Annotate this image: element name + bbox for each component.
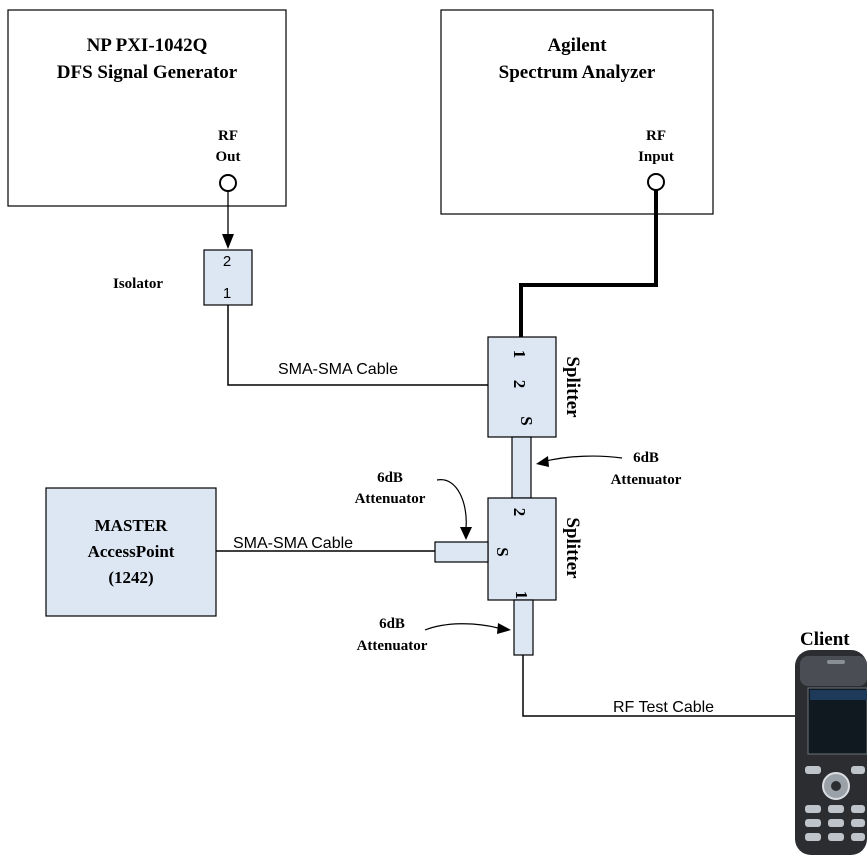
arrow-down-icon [460,527,472,540]
signal-generator: NP PXI-1042Q DFS Signal Generator RF Out [7,9,287,207]
phone-key [828,833,844,841]
master-ap-line1: MASTER [95,516,168,535]
rf-out-label-line2: Out [215,149,240,165]
rf-input-label-line2: Input [638,149,674,165]
phone-earpiece [827,660,845,664]
isolator-port-top: 2 [223,253,231,270]
phone-key [851,833,865,841]
attenuator-ap-label-line1: 6dB [377,470,403,486]
attenuator-between-splitters [511,436,532,499]
spectrum-analyzer-title-line1: Agilent [547,35,607,56]
phone-key [851,819,865,827]
arrow-right-icon [497,623,511,634]
isolator-label: Isolator [113,276,163,292]
sma-cable-isolator-splitter [227,305,488,386]
master-ap-line3: (1242) [108,568,153,587]
splitter-bottom: 2 S 1 Splitter [487,497,583,601]
signal-generator-title-line1: NP PXI-1042Q [87,35,208,56]
arrow-down-icon [222,234,234,249]
attenuator-ap-side [434,541,489,563]
splitter-bottom-port-1: 1 [512,591,531,600]
rf-out-label-line1: RF [218,128,238,144]
phone-nav-center [831,781,841,791]
phone-key [805,805,821,813]
signal-generator-box [7,9,287,207]
rf-test-cable-label: RF Test Cable [613,699,714,716]
client-phone-icon [795,650,867,855]
rf-input-label-line1: RF [646,128,666,144]
phone-softkey-right [851,766,865,774]
phone-key [805,819,821,827]
phone-key [851,805,865,813]
signal-generator-title-line2: DFS Signal Generator [57,62,238,83]
splitter-bottom-label: Splitter [562,517,583,579]
attenuator-mid-label-line2: Attenuator [611,472,682,488]
splitter-top: 1 2 S Splitter [487,336,583,438]
phone-key [805,833,821,841]
splitter-top-port-2: 2 [510,380,529,389]
phone-screen-header [810,690,867,700]
attenuator-mid-pointer [541,455,623,463]
master-access-point: MASTER AccessPoint (1242) [45,487,217,617]
phone-key [828,805,844,813]
rf-input-port-icon [647,173,665,191]
splitter-top-label: Splitter [562,356,583,418]
spectrum-analyzer: Agilent Spectrum Analyzer RF Input [440,9,714,215]
attenuator-mid-label-line1: 6dB [633,450,659,466]
spectrum-analyzer-title-line2: Spectrum Analyzer [499,62,656,83]
analyzer-cable [519,190,658,337]
isolator-port-bottom: 1 [223,285,231,302]
attenuator-ap-pointer [436,479,467,529]
phone-top-bezel [800,656,867,686]
spectrum-analyzer-box [440,9,714,215]
splitter-top-port-1: 1 [510,350,529,359]
isolator: 2 1 Isolator [113,191,253,306]
arrow-left-icon [536,456,549,467]
master-ap-line2: AccessPoint [88,542,175,561]
splitter-bottom-port-2: 2 [510,508,529,517]
splitter-top-port-s: S [517,416,536,425]
attenuator-client-label-line2: Attenuator [357,638,428,654]
phone-key [828,819,844,827]
splitter-bottom-port-s: S [493,547,512,556]
sma-cable-label-top: SMA-SMA Cable [278,361,398,378]
master-ap-box [45,487,217,617]
attenuator-client-label-line1: 6dB [379,616,405,632]
attenuator-ap-label-line2: Attenuator [355,491,426,507]
phone-softkey-left [805,766,821,774]
rf-test-cable [522,655,800,717]
client-label: Client [800,629,850,650]
attenuator-client-side [513,599,534,656]
rf-out-port-icon [219,174,237,192]
sma-cable-label-bottom: SMA-SMA Cable [233,535,353,552]
attenuator-client-pointer [424,623,499,631]
